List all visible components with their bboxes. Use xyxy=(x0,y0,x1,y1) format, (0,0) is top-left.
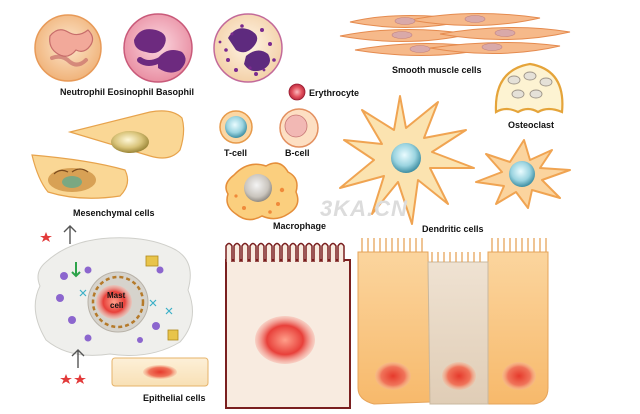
t-cell xyxy=(220,111,252,143)
granulocyte-label: Neutrophil Eosinophil Basophil xyxy=(60,87,194,97)
squamous-epithelial-cell xyxy=(112,358,208,386)
mast-cell-label-line1: Mast xyxy=(107,291,126,300)
osteoclast-label: Osteoclast xyxy=(508,120,554,130)
dendritic-cell-small xyxy=(476,140,570,208)
erythrocyte-cell xyxy=(289,84,305,100)
brush-border-epithelial-cell xyxy=(226,244,350,409)
basophil-cell xyxy=(214,14,282,82)
smooth-muscle-cells xyxy=(340,13,570,55)
mesenchymal-label: Mesenchymal cells xyxy=(73,208,155,218)
b-cell xyxy=(280,109,318,147)
mast-cell-label-line2: cell xyxy=(110,301,123,310)
columnar-epithelial-cells xyxy=(358,238,548,404)
dendritic-label: Dendritic cells xyxy=(422,224,484,234)
mesenchymal-cell-bottom xyxy=(32,155,128,198)
t-cell-label: T-cell xyxy=(224,148,247,158)
macrophage-cell xyxy=(226,163,298,219)
mesenchymal-cell-top xyxy=(70,111,184,158)
erythrocyte-label: Erythrocyte xyxy=(309,88,359,98)
osteoclast-cell xyxy=(496,64,563,112)
eosinophil-cell xyxy=(124,14,192,82)
watermark-text: 3KA.CN xyxy=(320,196,408,221)
smooth-muscle-label: Smooth muscle cells xyxy=(392,65,482,75)
epithelial-label: Epithelial cells xyxy=(143,393,206,403)
macrophage-label: Macrophage xyxy=(273,221,326,231)
b-cell-label: B-cell xyxy=(285,148,310,158)
neutrophil-cell xyxy=(35,15,101,81)
